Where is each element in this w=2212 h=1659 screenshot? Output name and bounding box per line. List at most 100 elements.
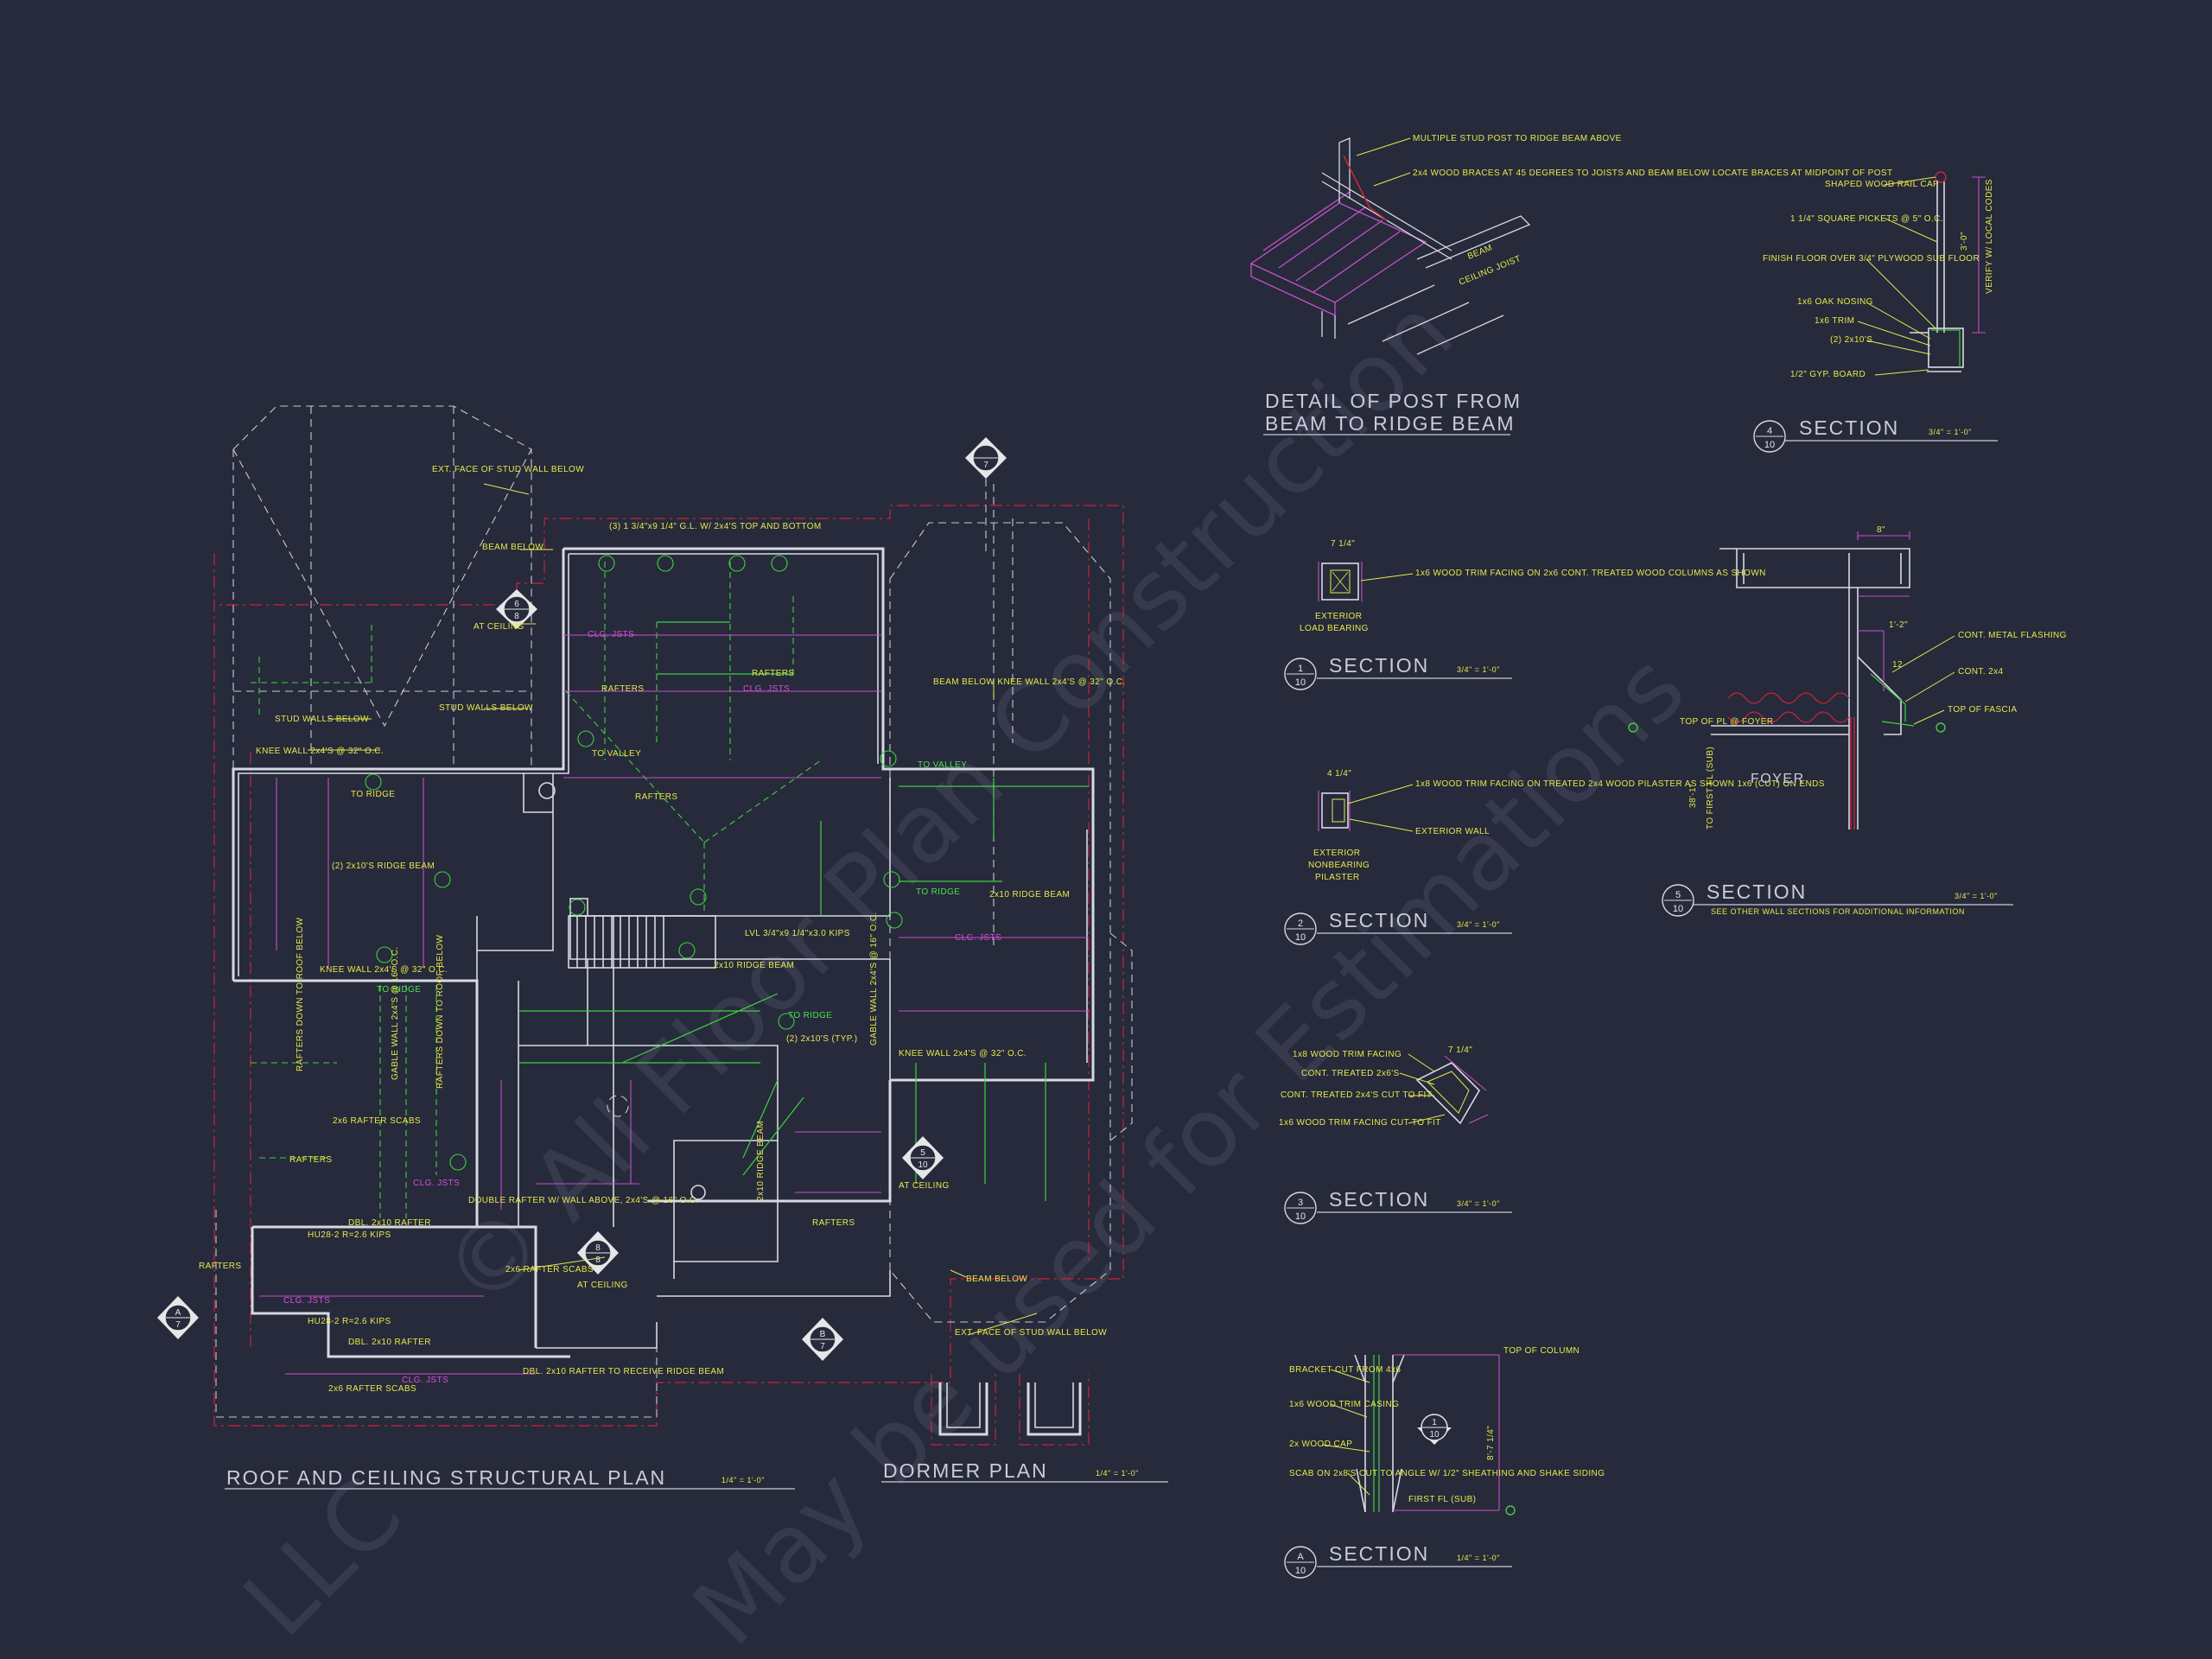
section-marker-a-7: A 7 bbox=[157, 1296, 199, 1339]
sec5-sub: SEE OTHER WALL SECTIONS FOR ADDITIONAL I… bbox=[1711, 907, 1965, 916]
note-to-valley-2: TO VALLEY bbox=[918, 760, 967, 770]
dormer-plan-title: DORMER PLAN bbox=[883, 1459, 1048, 1482]
note-rafters-3: RAFTERS bbox=[635, 792, 677, 802]
sec2-title: SECTION bbox=[1329, 909, 1429, 931]
note-clg-jsts-1: CLG. JSTS bbox=[588, 630, 634, 639]
note-ext-face-top: EXT. FACE OF STUD WALL BELOW bbox=[432, 465, 584, 474]
sec3-note-0: 1x8 WOOD TRIM FACING bbox=[1293, 1050, 1402, 1059]
roof-plan-title: ROOF AND CEILING STRUCTURAL PLAN bbox=[226, 1466, 666, 1489]
section-marker-6-8: 6 8 bbox=[496, 589, 537, 629]
secA-note-2: 2x WOOD CAP bbox=[1289, 1440, 1352, 1449]
note-rafters-4: RAFTERS bbox=[289, 1155, 332, 1165]
sec5-first-fl: TO FIRST FL (SUB) bbox=[1706, 747, 1715, 830]
note-ridge-beam-c: 2x10 RIDGE BEAM bbox=[714, 961, 794, 970]
note-to-ridge: TO RIDGE bbox=[351, 790, 395, 799]
sec4-note-2: FINISH FLOOR OVER 3/4" PLYWOOD SUB FLOOR bbox=[1763, 254, 1980, 264]
sec3-note-3: 1x6 WOOD TRIM FACING CUT TO FIT bbox=[1279, 1118, 1441, 1128]
sec1-tag-top: 1 bbox=[1298, 664, 1303, 674]
secA-note-0: BRACKET CUT FROM 4x6 bbox=[1289, 1365, 1401, 1375]
plan-number-circles bbox=[365, 555, 903, 1171]
sec3-tag-bot: 10 bbox=[1295, 1211, 1306, 1222]
note-stud-walls-below: STUD WALLS BELOW bbox=[275, 715, 369, 724]
section-marker-5-10: 5 10 bbox=[902, 1136, 944, 1179]
sec1-tag-bot: 10 bbox=[1295, 677, 1306, 688]
sec1-scale: 3/4" = 1'-0" bbox=[1457, 665, 1500, 674]
secA-title: SECTION bbox=[1329, 1542, 1429, 1565]
sec4-tag: 4 10 bbox=[1753, 420, 1786, 453]
section-4: VERIFY W/ LOCAL CODES 3'-0" SHAPED WOOD … bbox=[1753, 171, 1998, 453]
sec5-dim-a: 8" bbox=[1877, 525, 1885, 535]
post-note-1: MULTIPLE STUD POST TO RIDGE BEAM ABOVE bbox=[1413, 134, 1622, 143]
roof-plan-scale: 1/4" = 1'-0" bbox=[721, 1476, 765, 1484]
note-dbl-rafter-a: DBL. 2x10 RAFTER bbox=[348, 1218, 431, 1228]
sec2-note-b: EXTERIOR WALL bbox=[1415, 827, 1490, 836]
note-to-ridge-4: TO RIDGE bbox=[788, 1011, 832, 1020]
sec1-tag: 1 10 bbox=[1284, 658, 1317, 690]
marker-6-bot: 8 bbox=[514, 612, 519, 621]
sec1-sub-1: EXTERIOR bbox=[1315, 612, 1362, 621]
dormer-plan-scale: 1/4" = 1'-0" bbox=[1096, 1469, 1139, 1478]
sec4-note-6: 1/2" GYP. BOARD bbox=[1790, 370, 1866, 379]
secA-callout-bot: 10 bbox=[1429, 1430, 1440, 1440]
note-to-ridge-2: TO RIDGE bbox=[377, 985, 421, 995]
post-title-1: DETAIL OF POST FROM bbox=[1265, 390, 1522, 412]
sec5-dim-d: 38'-1" bbox=[1688, 784, 1698, 808]
sec5-tag: 5 10 bbox=[1662, 884, 1694, 917]
section-2: 4 1/4" 1x8 WOOD TRIM FACING ON TREATED 2… bbox=[1284, 769, 1824, 945]
post-detail: MULTIPLE STUD POST TO RIDGE BEAM ABOVE 2… bbox=[1249, 134, 1892, 435]
note-hu-a: HU28-2 R=2.6 KIPS bbox=[308, 1230, 391, 1240]
sec4-tag-top: 4 bbox=[1767, 426, 1772, 436]
section-marker-c-7: 7 bbox=[965, 437, 1007, 553]
marker-8-bot: 8 bbox=[595, 1255, 601, 1265]
sec4-note-4: 1x6 TRIM bbox=[1815, 316, 1854, 326]
note-to-valley: TO VALLEY bbox=[592, 749, 641, 759]
sec1-sub-2: LOAD BEARING bbox=[1300, 624, 1369, 633]
sec4-note-5: (2) 2x10'S bbox=[1830, 335, 1872, 345]
sec4-notes: SHAPED WOOD RAIL CAP 1 1/4" SQUARE PICKE… bbox=[1763, 180, 1980, 379]
sec3-note-1: CONT. TREATED 2x6'S bbox=[1301, 1069, 1400, 1078]
sec2-sub-2: NONBEARING bbox=[1308, 861, 1370, 870]
sec4-note-3: 1x6 OAK NOSING bbox=[1797, 297, 1873, 307]
sec5-tag-bot: 10 bbox=[1673, 904, 1683, 914]
sec4-note-1: 1 1/4" SQUARE PICKETS @ 5" O.C. bbox=[1790, 214, 1943, 224]
sec4-vert-note: VERIFY W/ LOCAL CODES bbox=[1985, 179, 1994, 294]
note-rafters-2: RAFTERS bbox=[752, 669, 794, 678]
marker-c-bot: 7 bbox=[983, 461, 988, 470]
secA-tag-bot: 10 bbox=[1295, 1566, 1306, 1576]
note-knee-wall-b: KNEE WALL 2x4'S @ 32" O.C. bbox=[320, 965, 448, 975]
post-title-2: BEAM TO RIDGE BEAM bbox=[1265, 412, 1515, 435]
secA-tag: A 10 bbox=[1284, 1546, 1317, 1579]
sec5-note-0: CONT. METAL FLASHING bbox=[1958, 631, 2067, 640]
sec4-scale: 3/4" = 1'-0" bbox=[1929, 428, 1972, 436]
roof-ceiling-plan: 6 8 8 8 5 10 B 7 A 7 bbox=[157, 405, 1133, 1490]
sec5-title: SECTION bbox=[1707, 880, 1807, 903]
note-at-ceiling-a: AT CEILING bbox=[474, 622, 524, 632]
marker-a-bot: 7 bbox=[175, 1320, 181, 1330]
note-dbl-rafter-c: DBL. 2x10 RAFTER TO RECEIVE RIDGE BEAM bbox=[523, 1367, 724, 1376]
sec1-title: SECTION bbox=[1329, 654, 1429, 677]
secA-tag-top: A bbox=[1297, 1552, 1304, 1562]
note-clg-jsts-3: CLG. JSTS bbox=[955, 933, 1001, 943]
note-gable-wall-2: GABLE WALL 2x4'S @ 16" O.C. bbox=[869, 912, 879, 1046]
note-ridge-beam-a: (2) 2x10'S RIDGE BEAM bbox=[332, 861, 435, 871]
note-beam-below-bottom: BEAM BELOW bbox=[966, 1274, 1027, 1284]
sec2-tag-bot: 10 bbox=[1295, 932, 1306, 943]
secA-callout-1-10: 1 10 bbox=[1417, 1414, 1452, 1445]
note-rafter-scabs-c: 2x6 RAFTER SCABS bbox=[328, 1384, 416, 1394]
note-rafters-down-2: RAFTERS DOWN TO ROOF BELOW bbox=[435, 934, 445, 1089]
sec2-dim: 4 1/4" bbox=[1327, 769, 1351, 779]
section-3: 7 1/4" 1x8 WOOD TRIM FACING CONT. TREATE… bbox=[1279, 1046, 1512, 1224]
note-clg-jsts-2: CLG. JSTS bbox=[743, 684, 790, 694]
sec4-note-0: SHAPED WOOD RAIL CAP bbox=[1825, 180, 1939, 189]
marker-8-top: 8 bbox=[595, 1243, 601, 1253]
sec4-dim: 3'-0" bbox=[1960, 232, 1969, 251]
sec2-tag: 2 10 bbox=[1284, 912, 1317, 945]
secA-note-3: SCAB ON 2x8'S CUT TO ANGLE W/ 1/2" SHEAT… bbox=[1289, 1469, 1605, 1478]
secA-callout-top: 1 bbox=[1432, 1418, 1437, 1427]
note-clg-jsts-4: CLG. JSTS bbox=[413, 1179, 460, 1188]
sec2-sub-3: PILASTER bbox=[1315, 873, 1360, 882]
note-rafters-1: RAFTERS bbox=[601, 684, 644, 694]
sec5-dim-b: 1'-2" bbox=[1889, 620, 1908, 630]
sec4-title: SECTION bbox=[1799, 416, 1899, 439]
marker-5-top: 5 bbox=[920, 1148, 925, 1158]
